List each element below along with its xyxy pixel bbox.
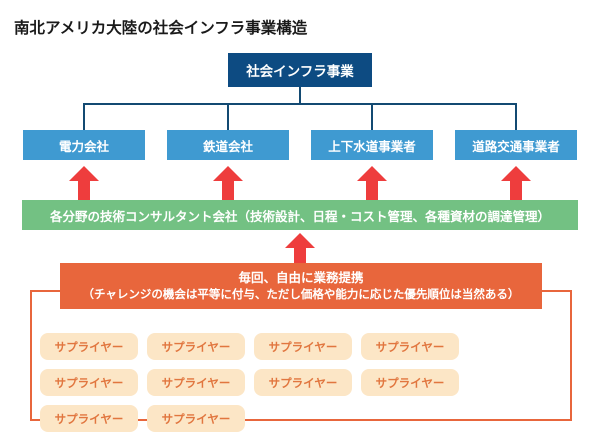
- node-social-infrastructure-business: 社会インフラ事業: [228, 53, 372, 87]
- node-technical-consultant-companies: 各分野の技術コンサルタント会社（技術設計、日程・コスト管理、各種資材の調達管理）: [22, 200, 578, 230]
- supplier-grid: サプライヤー サプライヤー サプライヤー サプライヤー サプライヤー サプライヤ…: [40, 333, 562, 432]
- node-free-business-partnership: 毎回、自由に業務提携 （チャレンジの機会は平等に付与、ただし価格や能力に応じた優…: [60, 263, 542, 309]
- partnership-subtext: （チャレンジの機会は平等に付与、ただし価格や能力に応じた優先順位は当然ある）: [82, 287, 520, 301]
- supplier-chip: サプライヤー: [361, 369, 459, 396]
- node-railway-company: 鉄道会社: [167, 130, 289, 160]
- arrow-head: [69, 166, 99, 181]
- supplier-chip: サプライヤー: [147, 405, 245, 432]
- arrow-shaft: [510, 179, 522, 200]
- page-title: 南北アメリカ大陸の社会インフラ事業構造: [14, 19, 308, 37]
- connector-root-vertical: [299, 87, 301, 104]
- arrow-up-icon-partnership: [285, 233, 315, 266]
- supplier-chip: サプライヤー: [254, 369, 352, 396]
- supplier-chip: サプライヤー: [40, 333, 138, 360]
- node-water-sewage-operator: 上下水道事業者: [311, 130, 433, 160]
- arrow-head: [213, 166, 243, 181]
- arrow-shaft: [294, 246, 306, 266]
- arrow-shaft: [78, 179, 90, 200]
- supplier-chip: サプライヤー: [40, 405, 138, 432]
- supplier-chip: サプライヤー: [40, 369, 138, 396]
- arrow-head: [501, 166, 531, 181]
- node-road-traffic-operator: 道路交通事業者: [455, 130, 577, 160]
- arrow-up-icon-electric: [69, 166, 99, 200]
- supplier-chip: サプライヤー: [147, 333, 245, 360]
- arrow-head: [357, 166, 387, 181]
- arrow-up-icon-road: [501, 166, 531, 200]
- supplier-chip: サプライヤー: [361, 333, 459, 360]
- arrow-up-icon-water: [357, 166, 387, 200]
- arrow-head: [285, 233, 315, 248]
- connector-drop-water: [371, 103, 373, 131]
- connector-horizontal-bus: [84, 103, 516, 105]
- supplier-chip: サプライヤー: [147, 369, 245, 396]
- arrow-shaft: [222, 179, 234, 200]
- partnership-headline: 毎回、自由に業務提携: [238, 270, 364, 285]
- connector-drop-electric: [83, 103, 85, 131]
- connector-drop-road: [515, 103, 517, 131]
- arrow-up-icon-railway: [213, 166, 243, 200]
- connector-drop-railway: [227, 103, 229, 131]
- supplier-chip: サプライヤー: [254, 333, 352, 360]
- arrow-shaft: [366, 179, 378, 200]
- node-electric-power-company: 電力会社: [23, 130, 145, 160]
